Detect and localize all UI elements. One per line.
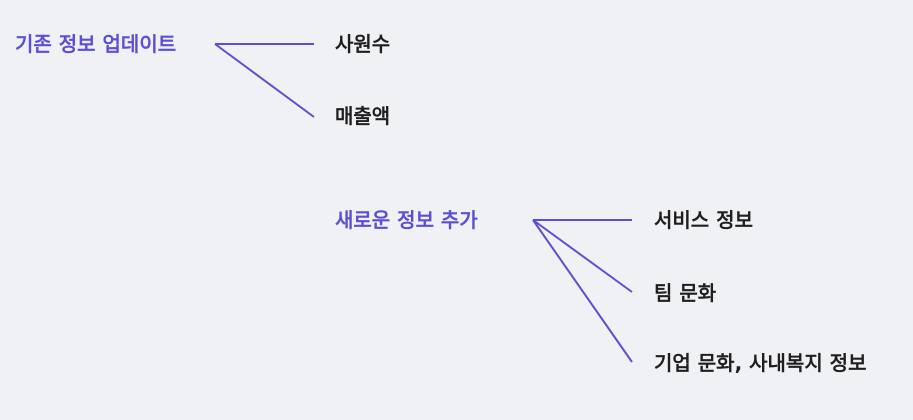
group-add-new-label: 새로운 정보 추가 bbox=[335, 208, 478, 232]
item-revenue: 매출액 bbox=[335, 104, 391, 128]
group-update-existing-label: 기존 정보 업데이트 bbox=[15, 32, 177, 56]
item-company-culture-welfare: 기업 문화, 사내복지 정보 bbox=[654, 351, 867, 375]
item-employee-count: 사원수 bbox=[335, 32, 391, 56]
item-team-culture: 팀 문화 bbox=[654, 281, 717, 305]
edge-update-to-revenue bbox=[214, 43, 315, 118]
item-service-info: 서비스 정보 bbox=[654, 208, 753, 232]
edge-new-to-team bbox=[532, 219, 633, 293]
edge-new-to-culture bbox=[532, 219, 633, 363]
